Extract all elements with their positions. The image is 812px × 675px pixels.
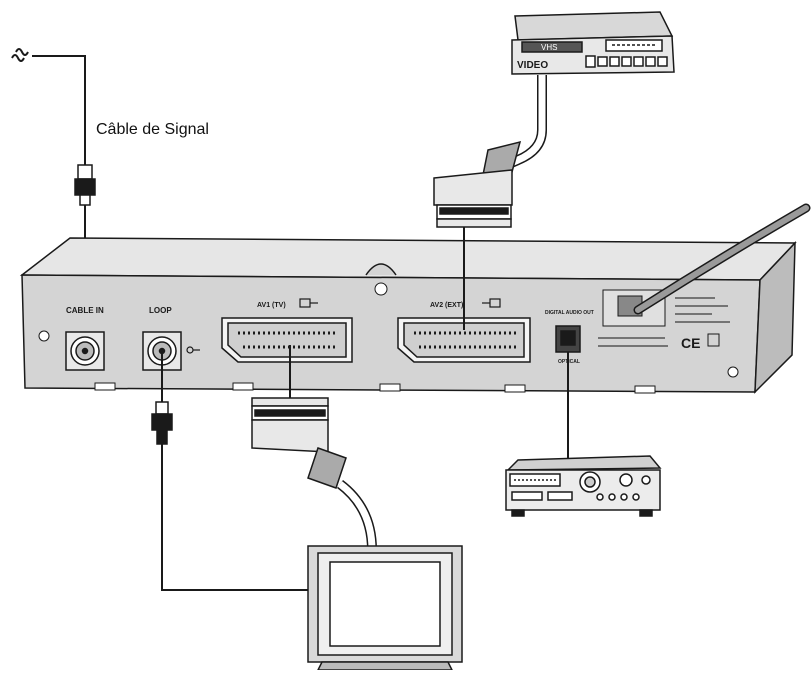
loop-cable-connector: [151, 401, 173, 445]
digital-audio-port-label: DIGITAL AUDIO OUT: [545, 310, 594, 316]
signal-cable-connector: [74, 164, 96, 206]
vcr-display-text: VHS: [541, 43, 557, 52]
audio-amplifier: [505, 455, 662, 517]
optical-socket: [555, 325, 581, 353]
ext-symbol-icon: [482, 298, 501, 308]
av2-port-label: AV2 (EXT): [430, 302, 463, 309]
vcr-scart-plug: [433, 140, 522, 228]
loop-port-label: LOOP: [149, 306, 172, 315]
tv-symbol-icon: [299, 298, 318, 308]
vcr-label: VIDEO: [517, 60, 548, 71]
receiver-box: CE: [19, 237, 797, 394]
av1-port-label: AV1 (TV): [257, 302, 286, 309]
tv-device: [307, 545, 463, 671]
vcr-device: VHS VIDEO: [511, 11, 675, 75]
cable-in-socket: [65, 331, 105, 371]
signal-cable: [32, 55, 86, 165]
loop-to-tv-cable: [161, 444, 312, 591]
tv-scart-plug: [251, 397, 347, 489]
signal-cable-label: Câble de Signal: [96, 121, 209, 138]
cable-in-port-label: CABLE IN: [66, 306, 104, 315]
svg-text:CE: CE: [681, 335, 700, 351]
av1-scart-socket: [221, 317, 353, 363]
loop-out-symbol-icon: [186, 346, 200, 354]
antenna-symbol: [11, 48, 29, 62]
av2-scart-socket: [397, 317, 531, 363]
